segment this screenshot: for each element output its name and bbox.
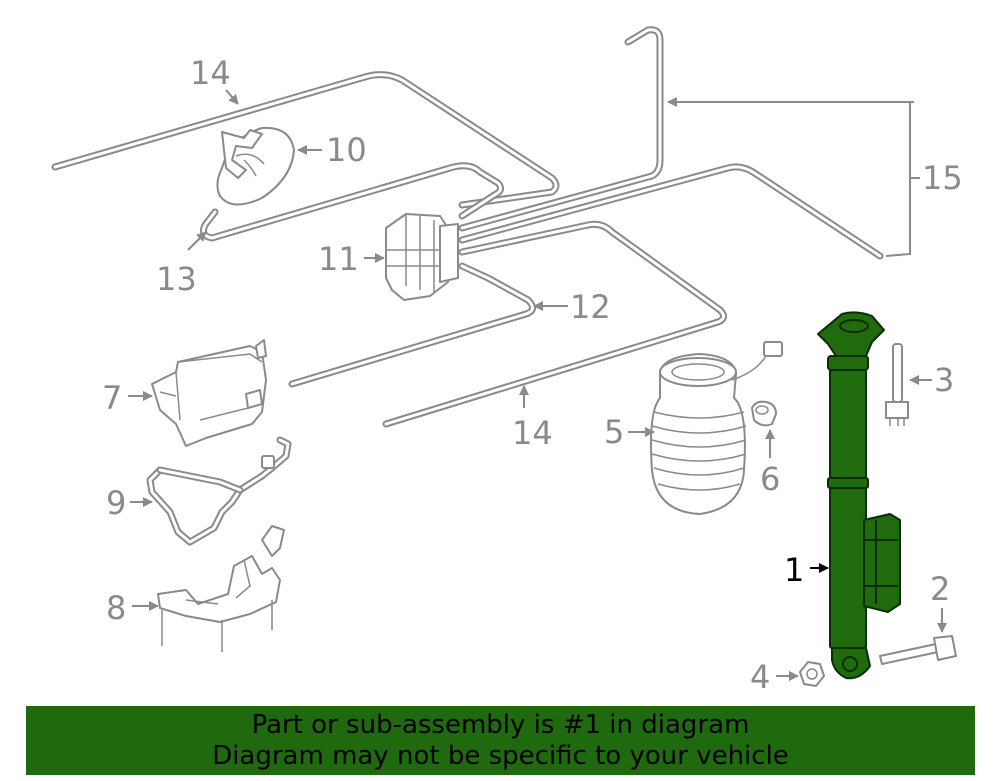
banner-line-2: Diagram may not be specific to your vehi… bbox=[212, 741, 789, 771]
nut-part-4 bbox=[799, 661, 825, 687]
callout-labels: 1 2 3 4 5 6 7 8 9 10 11 12 13 14 14 15 bbox=[102, 54, 963, 696]
control-module-part-7 bbox=[151, 339, 267, 447]
air-spring-part-5 bbox=[650, 341, 783, 515]
banner-line-1: Part or sub-assembly is #1 in diagram bbox=[251, 710, 750, 740]
callout-14-lower: 14 bbox=[512, 414, 553, 452]
info-banner: Part or sub-assembly is #1 in diagram Di… bbox=[26, 706, 975, 775]
callout-8: 8 bbox=[106, 589, 126, 627]
callout-2: 2 bbox=[930, 570, 950, 608]
valve-block-part-11 bbox=[385, 213, 459, 301]
bolt-part-3 bbox=[885, 343, 909, 426]
callout-11: 11 bbox=[318, 240, 359, 278]
callout-6: 6 bbox=[760, 460, 780, 498]
shock-absorber-part-1 bbox=[817, 311, 901, 680]
callout-10: 10 bbox=[326, 131, 367, 169]
callout-3: 3 bbox=[934, 361, 954, 399]
pressure-reservoir-part-10 bbox=[216, 126, 295, 206]
callout-12: 12 bbox=[570, 288, 611, 326]
callout-15: 15 bbox=[922, 159, 963, 197]
parts-diagram: 1 2 3 4 5 6 7 8 9 10 11 12 13 14 14 15 bbox=[51, 26, 963, 696]
callout-5: 5 bbox=[604, 413, 624, 451]
callout-14-upper: 14 bbox=[190, 54, 231, 92]
callout-13: 13 bbox=[156, 260, 197, 298]
hose-part-9 bbox=[146, 436, 292, 546]
bracket-part-8 bbox=[157, 525, 285, 652]
callout-7: 7 bbox=[102, 379, 122, 417]
leader-lines bbox=[128, 89, 947, 681]
callout-4: 4 bbox=[750, 658, 770, 696]
bolt-part-2 bbox=[879, 635, 957, 665]
callout-9: 9 bbox=[106, 484, 126, 522]
callout-1: 1 bbox=[784, 551, 804, 589]
bushing-part-6 bbox=[751, 400, 777, 427]
